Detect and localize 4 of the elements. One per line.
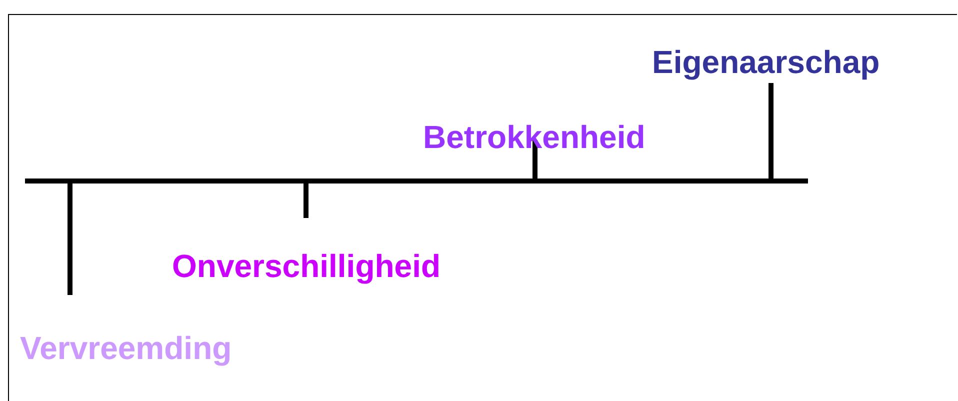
scale-label: Eigenaarschap xyxy=(652,44,880,80)
scale-label: Vervreemding xyxy=(20,330,232,366)
scale-label: Betrokkenheid xyxy=(423,119,646,155)
scale-label: Onverschilligheid xyxy=(172,248,441,284)
